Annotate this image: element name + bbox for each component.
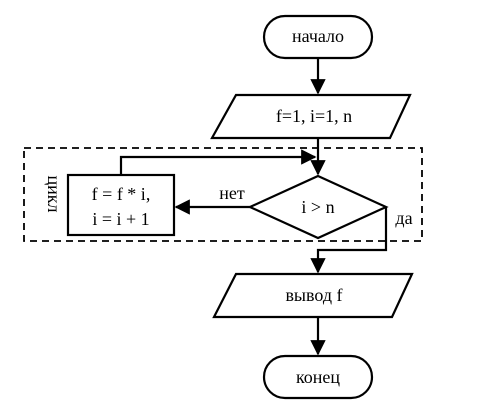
no-label: нет: [219, 183, 245, 203]
end-label: конец: [296, 367, 340, 387]
decision-diamond: [247, 174, 389, 240]
output-parallelogram: [212, 272, 414, 319]
yes-label: да: [395, 208, 412, 228]
start-label: начало: [292, 26, 344, 46]
output-label: вывод f: [285, 285, 342, 305]
decision-label: i > n: [301, 197, 334, 217]
arrow-loop-back: [119, 149, 317, 175]
input-parallelogram: [210, 93, 412, 140]
input-label: f=1, i=1, n: [276, 106, 352, 126]
arrow-yes-to-output: [310, 207, 388, 274]
process-line-2: i = i + 1: [92, 209, 149, 229]
loop-label: цикл: [44, 176, 64, 213]
process-rect: [66, 173, 176, 237]
process-line-1: f = f * i,: [92, 184, 151, 204]
end-terminator: [262, 354, 374, 400]
loop-frame: [23, 147, 423, 242]
